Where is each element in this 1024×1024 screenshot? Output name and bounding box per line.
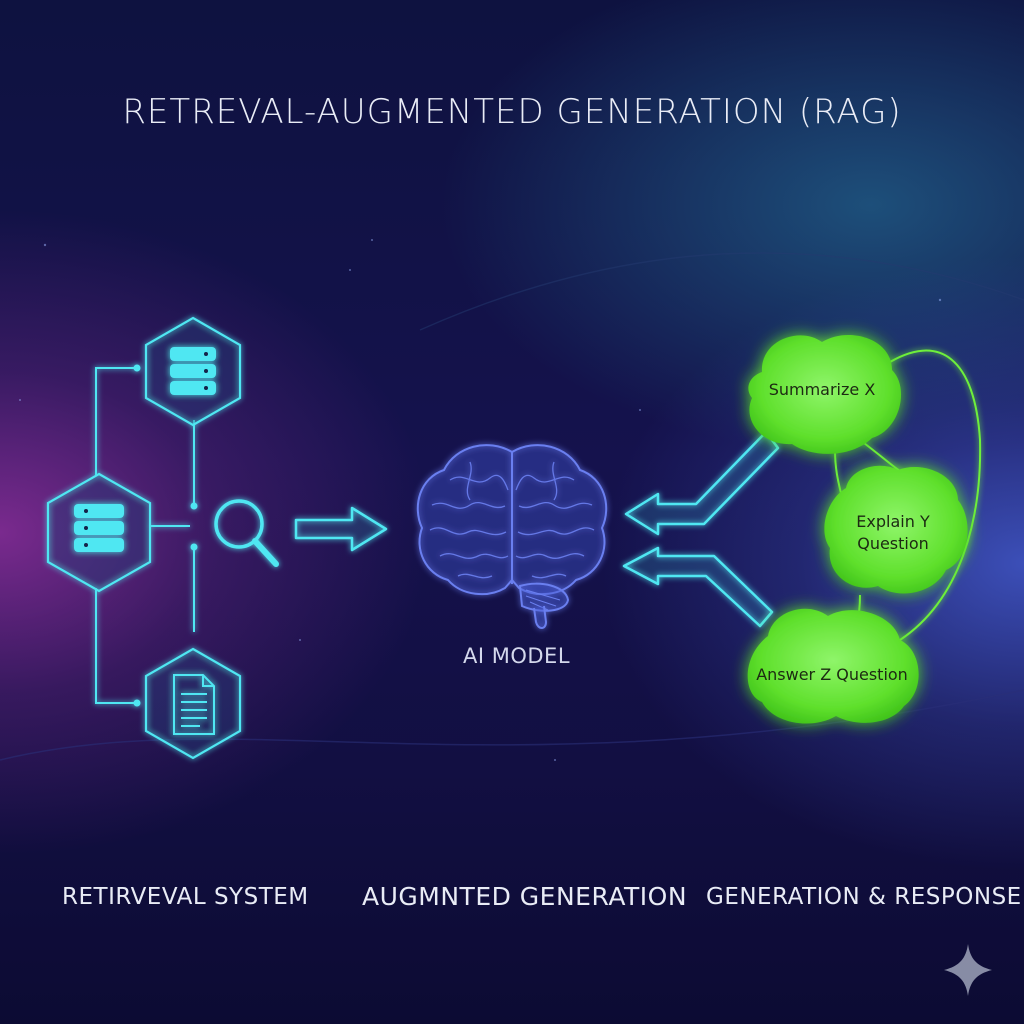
response-arrow-upper [624, 430, 780, 536]
database-icon [74, 504, 124, 552]
database-icon [170, 347, 216, 395]
output-bubble-explain [824, 465, 968, 594]
output-text-summarize: Summarize X [752, 379, 892, 401]
sparkle-icon [944, 944, 992, 996]
retrieval-arrow [294, 506, 388, 552]
output-text-answer: Answer Z Question [752, 664, 912, 686]
section-label-generation: GENERATION & RESPONSE [706, 884, 1022, 910]
background-wave [0, 689, 1024, 761]
page-title: RETREVAL-AUGMENTED GENERATION (RAG) [122, 92, 902, 132]
background-wave [419, 252, 1024, 331]
star-dots [19, 239, 942, 761]
output-line: Explain Y [856, 512, 930, 531]
output-text-explain: Explain Y Question [838, 511, 948, 555]
ai-model-label: AI MODEL [463, 644, 571, 668]
section-label-augmented: AUGMNTED GENERATION [362, 882, 688, 911]
output-line: Question [857, 534, 929, 553]
response-arrow-lower [622, 546, 774, 628]
output-line: Summarize X [768, 380, 876, 399]
output-bubble-summarize [748, 334, 902, 454]
brain-icon [416, 444, 608, 629]
magnifier-icon [214, 499, 279, 567]
database-node-main [46, 472, 152, 593]
output-line: Answer Z Question [756, 665, 908, 684]
output-bubble-answer [747, 608, 919, 724]
document-icon [173, 674, 215, 735]
database-node-top [144, 316, 242, 427]
retrieval-connectors [95, 364, 198, 707]
document-node [144, 647, 242, 760]
section-label-retrieval: RETIRVEVAL SYSTEM [62, 884, 309, 910]
